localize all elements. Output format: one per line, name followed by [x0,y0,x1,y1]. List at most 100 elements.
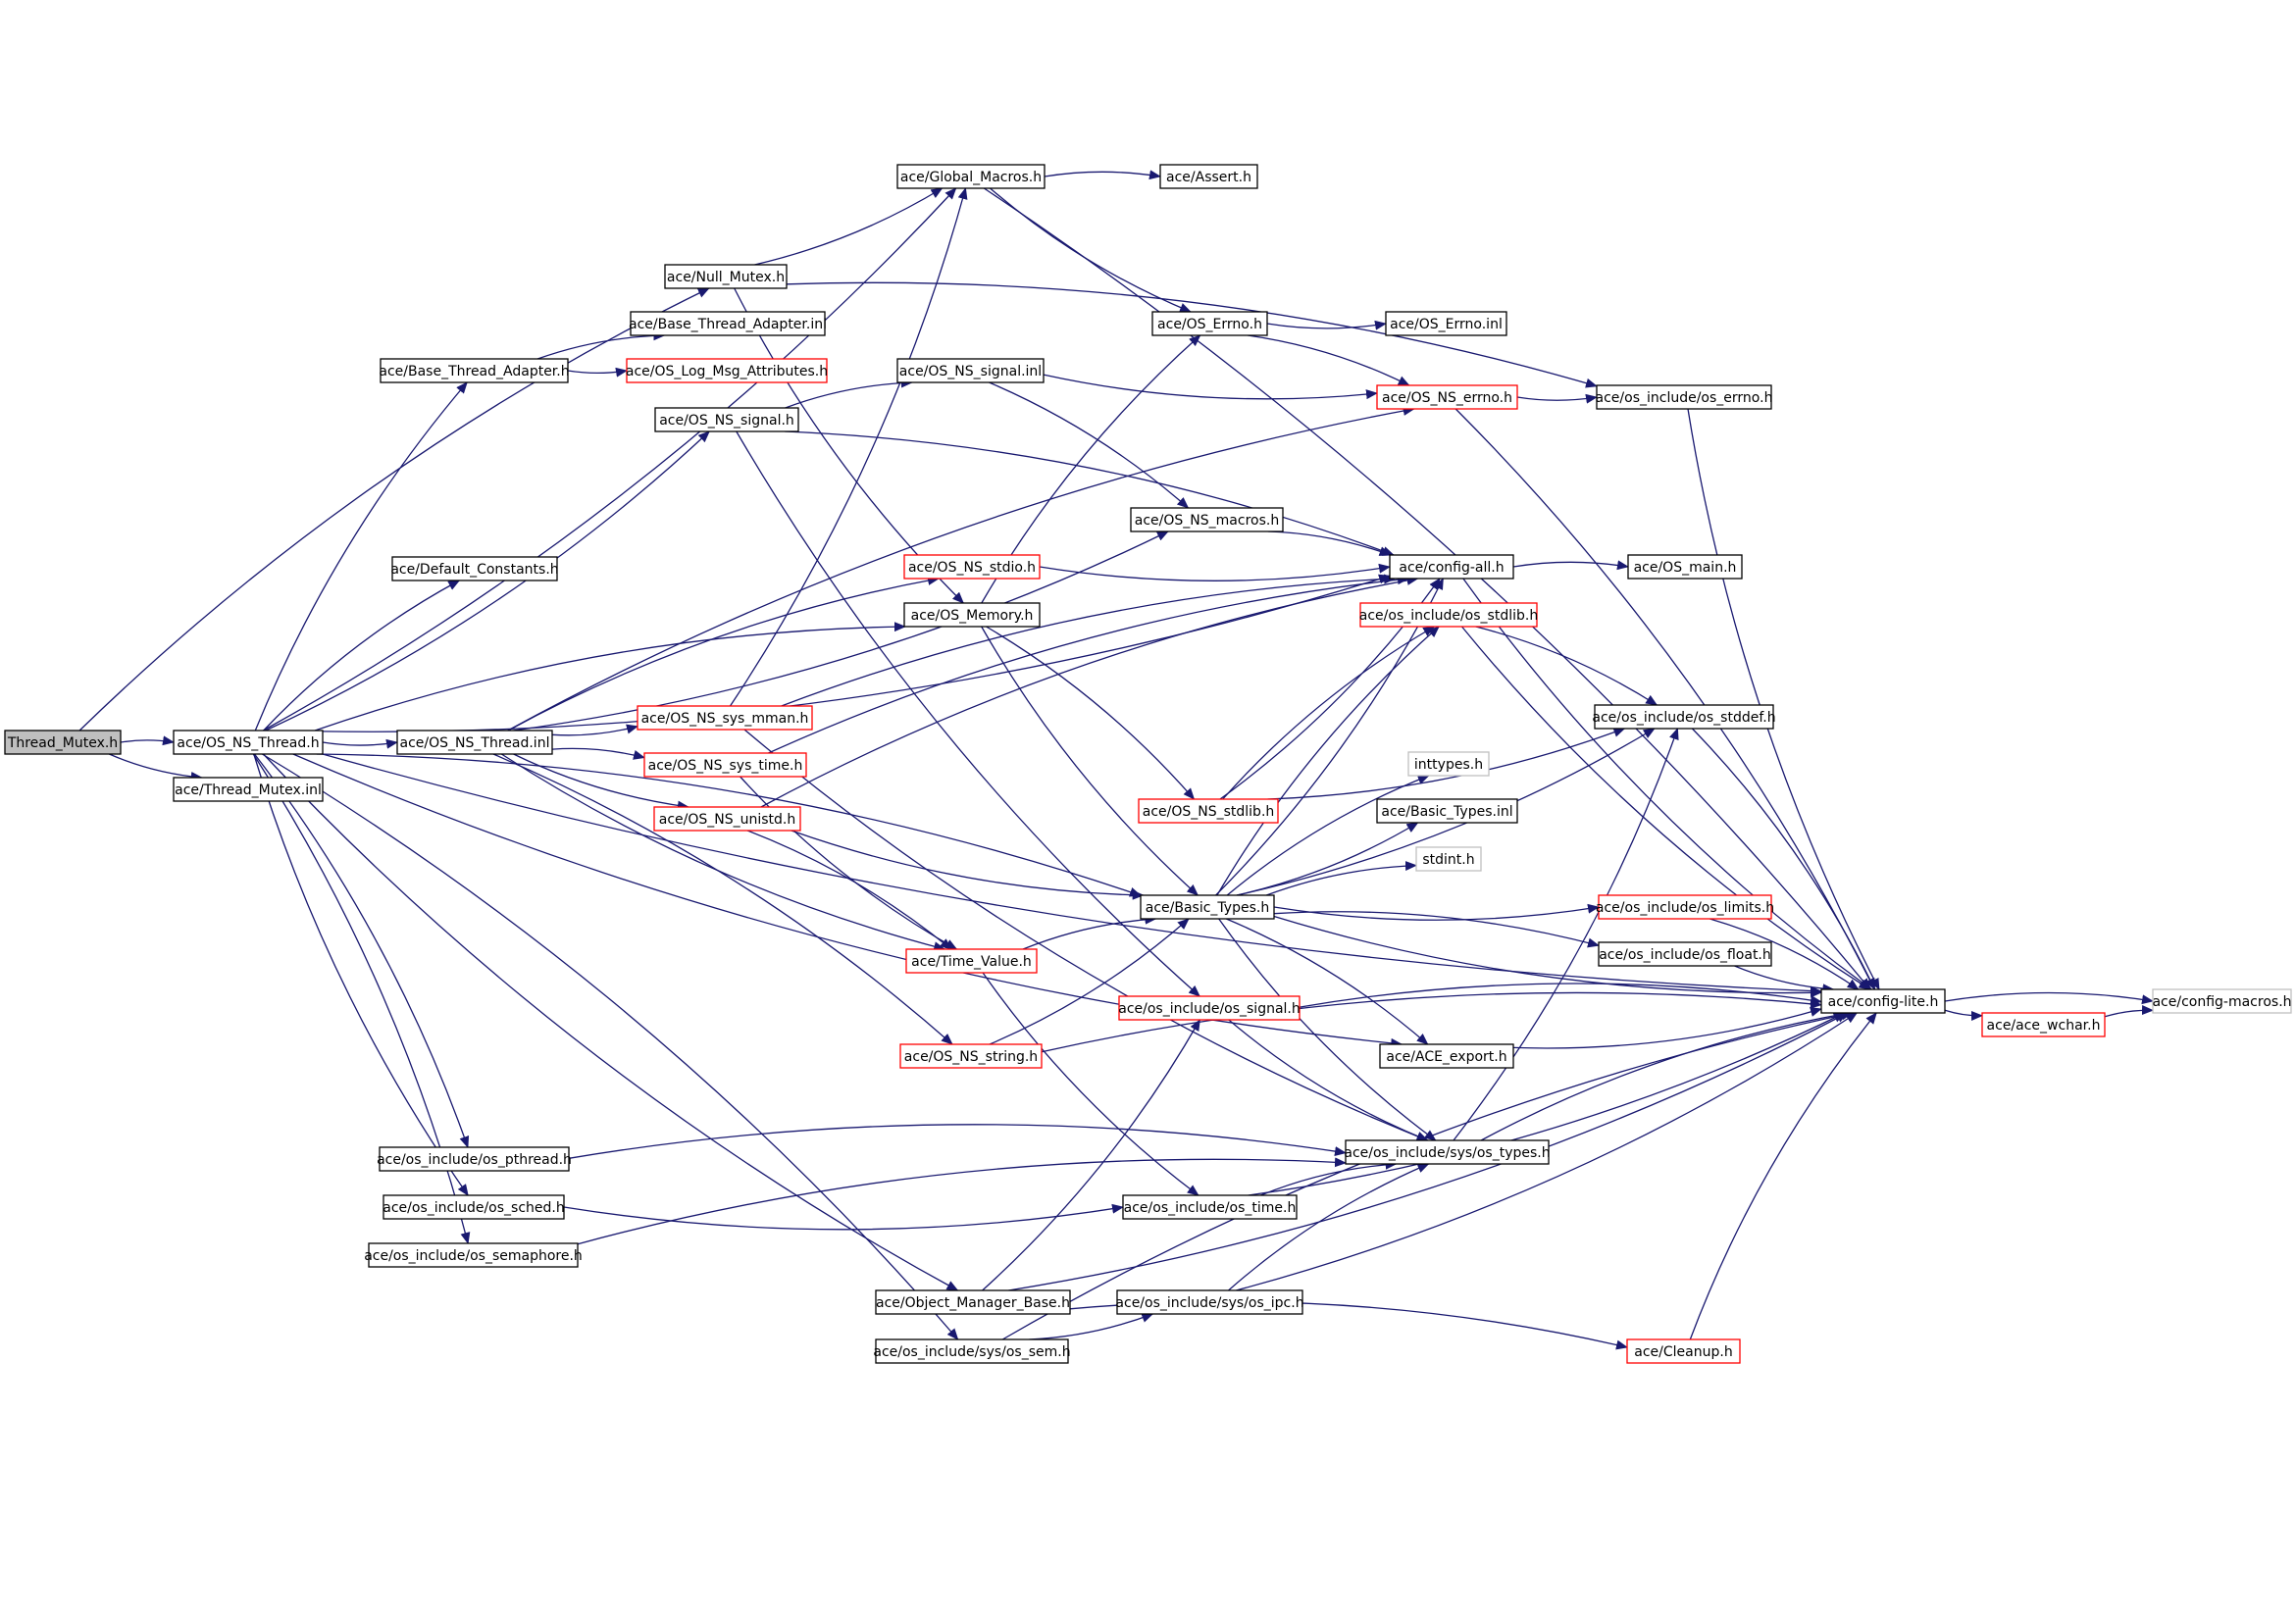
node-os-include-sys-os-types-h[interactable]: ace/os_include/sys/os_types.h [1344,1139,1551,1165]
node-os-include-os-limits-h[interactable]: ace/os_include/os_limits.h [1596,894,1774,920]
edge-os_ns_sys_mman_h-to-global_macros_h [729,187,968,707]
node-os-include-os-signal-h[interactable]: ace/os_include/os_signal.h [1118,995,1301,1021]
edge-os_ns_thread_h-to-os_include_sys_os_sem_h [261,753,959,1340]
node-os-ns-stdio-h[interactable]: ace/OS_NS_stdio.h [903,554,1041,580]
edge-base_thread_adapter_h-to-base_thread_adapter_inl [536,330,666,360]
edge-os_ns_string_h-to-basic_types_h [989,918,1190,1045]
edge-basic_types_h-to-os_include_os_stdlib_h [1216,626,1440,896]
node-label: ace/OS_NS_macros.h [1135,513,1279,529]
node-box [379,1146,570,1172]
node-os-ns-errno-h[interactable]: ace/OS_NS_errno.h [1376,384,1518,410]
node-label: ace/OS_NS_stdio.h [908,560,1036,576]
node-os-include-os-stdlib-h[interactable]: ace/os_include/os_stdlib.h [1359,602,1538,628]
edge-basic_types_h-to-inttypes_h [1226,775,1430,896]
node-label: ace/config-all.h [1399,560,1504,576]
node-box [626,358,828,383]
node-label: ace/Cleanup.h [1634,1344,1732,1360]
node-stdint-h: stdint.h [1415,846,1482,872]
node-os-ns-signal-inl[interactable]: ace/OS_NS_signal.inl [896,358,1045,383]
node-box [1598,941,1772,967]
node-os-ns-string-h[interactable]: ace/OS_NS_string.h [899,1043,1043,1069]
edge-os_include_os_stdlib_h-to-os_include_os_stddef_h [1475,626,1658,706]
node-null-mutex-h[interactable]: ace/Null_Mutex.h [664,264,788,289]
edge-thread_mutex_h-to-os_ns_thread_h [120,735,175,746]
edge-os_ns_thread_h-to-os_include_os_sched_h [253,753,469,1196]
node-os-include-os-pthread-h[interactable]: ace/os_include/os_pthread.h [377,1146,572,1172]
edge-ace_export_h-to-config_lite_h [1512,1007,1822,1049]
node-box [1627,554,1743,580]
node-time-value-h[interactable]: ace/Time_Value.h [905,948,1038,974]
node-ace-export-h[interactable]: ace/ACE_export.h [1379,1043,1514,1069]
node-default-constants-h[interactable]: ace/Default_Constants.h [390,556,559,581]
node-os-memory-h[interactable]: ace/OS_Memory.h [903,602,1041,628]
edge-basic_types_h-to-ace_export_h [1226,918,1429,1045]
edge-os_include_os_sched_h-to-os_include_os_time_h [563,1203,1124,1231]
edge-os_ns_signal_inl-to-os_ns_errno_h [1043,374,1378,400]
node-os-main-h[interactable]: ace/OS_main.h [1627,554,1743,580]
node-box [368,1242,579,1268]
edge-os_ns_signal_h-to-config_all_h [785,430,1395,556]
node-box [899,1043,1043,1069]
node-label: ace/Time_Value.h [911,954,1032,970]
node-label: ace/Null_Mutex.h [667,270,785,285]
edge-os_include_os_time_h-to-os_include_sys_os_types_h [1260,1159,1398,1196]
node-os-log-msg-attributes-h[interactable]: ace/OS_Log_Msg_Attributes.h [626,358,828,383]
node-os-include-sys-os-ipc-h[interactable]: ace/os_include/sys/os_ipc.h [1115,1289,1304,1315]
edge-os_ns_thread_inl-to-os_ns_errno_h [507,406,1415,732]
node-os-ns-thread-inl[interactable]: ace/OS_NS_Thread.inl [396,730,553,755]
node-config-lite-h[interactable]: ace/config-lite.h [1820,988,1946,1014]
node-thread-mutex-inl[interactable]: ace/Thread_Mutex.inl [173,777,324,802]
edge-os_ns_thread_h-to-basic_types_h [316,753,1142,897]
node-os-include-os-stddef-h[interactable]: ace/os_include/os_stddef.h [1592,704,1776,730]
node-os-include-os-semaphore-h[interactable]: ace/os_include/os_semaphore.h [364,1242,583,1268]
edge-os_ns_signal_h-to-os_include_os_signal_h [736,430,1200,997]
node-label: ace/OS_NS_unistd.h [659,812,796,828]
node-os-ns-sys-mman-h[interactable]: ace/OS_NS_sys_mman.h [637,705,813,731]
node-base-thread-adapter-inl[interactable]: ace/Base_Thread_Adapter.inl [629,311,827,336]
node-os-ns-stdlib-h[interactable]: ace/OS_NS_stdlib.h [1138,798,1279,824]
node-box [1376,798,1518,824]
node-basic-types-h[interactable]: ace/Basic_Types.h [1140,894,1275,920]
node-os-ns-sys-time-h[interactable]: ace/OS_NS_sys_time.h [643,752,807,778]
node-global-macros-h[interactable]: ace/Global_Macros.h [896,164,1046,189]
node-box [1415,846,1482,872]
node-label: ace/OS_Memory.h [911,608,1034,624]
node-config-all-h[interactable]: ace/config-all.h [1389,554,1514,580]
node-label: ace/OS_Log_Msg_Attributes.h [626,364,828,379]
node-os-include-os-errno-h[interactable]: ace/os_include/os_errno.h [1596,384,1773,410]
node-os-include-os-sched-h[interactable]: ace/os_include/os_sched.h [383,1194,565,1220]
node-os-ns-macros-h[interactable]: ace/OS_NS_macros.h [1130,507,1284,532]
edge-config_all_h-to-config_lite_h [1462,578,1872,990]
node-label: ace/ace_wchar.h [1987,1018,2101,1034]
edge-thread_mutex_h-to-null_mutex_h [78,287,710,732]
node-os-ns-signal-h[interactable]: ace/OS_NS_signal.h [654,407,799,432]
edge-os_ns_thread_h-to-global_macros_h [262,187,957,732]
node-box [905,948,1038,974]
edge-basic_types_h-to-os_include_os_float_h [1273,911,1600,948]
node-ace-wchar-h[interactable]: ace/ace_wchar.h [1981,1012,2106,1037]
node-object-manager-base-h[interactable]: ace/Object_Manager_Base.h [875,1289,1071,1315]
node-thread-mutex-h[interactable]: Thread_Mutex.h [4,730,122,755]
node-label: ace/Default_Constants.h [390,562,558,578]
node-os-errno-h[interactable]: ace/OS_Errno.h [1151,311,1268,336]
node-label: ace/os_include/os_signal.h [1118,1001,1301,1017]
node-os-ns-unistd-h[interactable]: ace/OS_NS_unistd.h [653,806,801,832]
node-layer: Thread_Mutex.h ace/OS_NS_Thread.h ace/Thre… [4,164,2292,1364]
node-assert-h[interactable]: ace/Assert.h [1159,164,1258,189]
edge-os_ns_unistd_h-to-basic_types_h [791,830,1145,900]
node-basic-types-inl[interactable]: ace/Basic_Types.inl [1376,798,1518,824]
node-label: Thread_Mutex.h [7,735,118,751]
edge-os_ns_thread_inl-to-os_ns_stdio_h [507,576,940,732]
node-cleanup-h[interactable]: ace/Cleanup.h [1626,1338,1741,1364]
node-os-include-sys-os-sem-h[interactable]: ace/os_include/sys/os_sem.h [873,1338,1071,1364]
node-base-thread-adapter-h[interactable]: ace/Base_Thread_Adapter.h [379,358,570,383]
node-os-include-os-time-h[interactable]: ace/os_include/os_time.h [1122,1194,1298,1220]
node-os-include-os-float-h[interactable]: ace/os_include/os_float.h [1598,941,1772,967]
edge-basic_types_h-to-stdint_h [1265,861,1417,896]
edge-os_ns_thread_inl-to-os_ns_sys_mman_h [551,724,638,736]
node-os-errno-inl[interactable]: ace/OS_Errno.inl [1385,311,1507,336]
node-box [1138,798,1279,824]
edge-basic_types_h-to-basic_types_inl [1236,822,1419,896]
node-os-ns-thread-h[interactable]: ace/OS_NS_Thread.h [173,730,324,755]
